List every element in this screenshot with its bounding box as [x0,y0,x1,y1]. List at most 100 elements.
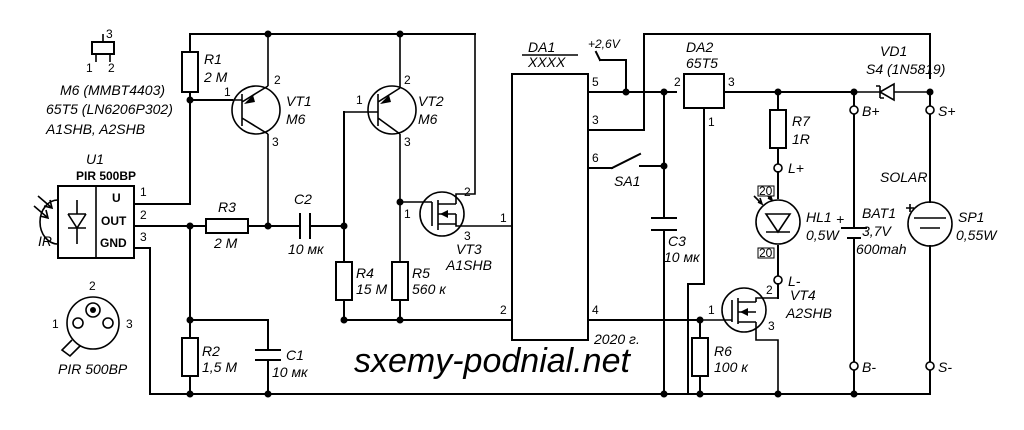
legend-line2: 65T5 (LN6206P302) [46,101,173,117]
junction [186,316,194,324]
u1-ref: U1 [86,151,104,167]
vt1-val: M6 [286,111,306,127]
sp1-val: 0,55W [956,227,998,243]
bat1-capacity: 600mah [856,241,907,257]
vt2-p1: 1 [356,93,363,107]
vt2-val: M6 [418,111,438,127]
vt3-val: A1SHB [445,257,492,273]
vt1-transistor: 1 2 3 VT1 M6 [224,34,312,226]
r7-val: 1R [792,131,810,147]
terminal-b-minus [849,361,859,371]
terminal-b-plus [849,105,859,115]
pinout-p2: 2 [89,279,96,293]
vt4-p1: 1 [708,303,715,317]
u1-ir: IR [38,233,52,249]
terminal-s-plus [925,105,935,115]
r3-val: 2 M [213,235,238,251]
c1-ref: C1 [286,347,304,363]
legend-pin1: 1 [86,61,93,75]
junction [264,30,272,38]
r7-ref: R7 [792,113,811,129]
junction [186,390,194,398]
terminal-l-plus [773,163,783,173]
bat1-ref: BAT1 [862,205,896,221]
u1-p1: 1 [140,185,147,199]
hl1-pad-top: 20 [759,184,773,198]
bat1-voltage: 3,7V [862,223,892,239]
vt4-ref: VT4 [790,287,816,303]
da1-ic: DA1 XXXX +2,6V 5 3 6 1 2 4 [500,37,621,341]
sp1-s-plus: S+ [938,103,956,119]
da1-p2: 2 [500,303,507,317]
da1-p1: 1 [500,211,507,225]
vd1-ref: VD1 [880,43,907,59]
c1-val: 10 мк [272,364,309,380]
bat1-battery [841,91,867,395]
sp1-title: SOLAR [880,169,927,185]
junction [850,390,858,398]
c3-capacitor [651,91,677,395]
u1-pin-out: OUT [101,214,127,228]
legend-line3: A1SHB, A2SHB [45,121,145,137]
r5-ref: R5 [412,265,430,281]
junction [660,162,668,170]
junction [396,30,404,38]
hl1-pad-bottom: 20 [759,246,773,260]
vt1-ref: VT1 [286,93,312,109]
r2-ref: R2 [202,343,220,359]
vt4-mosfet: 1 2 3 VT4 A2SHB [700,283,832,394]
c3-ref: C3 [668,233,686,249]
legend-line1: M6 (MMBT4403) [60,82,165,98]
r2-resistor [181,337,199,377]
da2-regulator: DA2 65T5 2 3 1 [674,39,735,129]
wire [587,33,931,131]
sp1-s-minus: S- [938,359,952,375]
c3-val: 10 мк [664,249,701,265]
vd1-val: S4 (1N5819) [866,61,945,77]
r1-resistor [181,51,199,93]
vt3-ref: VT3 [456,241,482,257]
legend-pin3: 3 [106,27,113,41]
r6-resistor [691,337,709,377]
r7-resistor [769,109,787,149]
wire [687,107,705,395]
site-watermark: sxemy-podnial.net [354,342,631,380]
vt3-p1: 1 [404,207,411,221]
da2-p3: 3 [728,75,735,89]
pinout-p1: 1 [52,317,59,331]
vt2-transistor: 1 2 3 VT2 M6 [344,34,444,262]
u1-pin-gnd: GND [100,236,127,250]
da2-val: 65T5 [686,55,718,71]
r4-val: 15 M [356,281,387,297]
u1-p2: 2 [140,208,147,222]
terminal-s-minus [925,361,935,371]
junction [774,390,782,398]
hl1-ref: HL1 [806,209,832,225]
u1-gnd-wire [133,247,151,395]
da2-p1: 1 [708,115,715,129]
vd1-diode: VD1 S4 (1N5819) [854,43,945,102]
bat1-b-plus: B+ [862,103,880,119]
vt2-p2: 2 [404,73,411,87]
junction [186,96,194,104]
vt4-p2: 3 [768,319,775,333]
wire [594,50,627,93]
r3-resistor [205,218,249,234]
vt2-ref: VT2 [418,93,444,109]
da1-p3: 3 [592,113,599,127]
da1-val: XXXX [527,54,566,70]
junction [186,222,194,230]
pinout-name: PIR 500BP [58,361,128,377]
vt4-p3: 2 [766,283,773,297]
r4-ref: R4 [356,265,374,281]
terminal-l-minus [773,275,783,285]
pinout-p3: 3 [126,317,133,331]
u1-pin-u: U [112,191,121,205]
c2-capacitor [299,213,345,239]
da2-ref: DA2 [686,39,713,55]
vt3-p3: 3 [464,229,471,243]
vt3-mosfet: 1 2 3 VT3 A1SHB [400,34,512,273]
r3-ref: R3 [218,199,236,215]
da1-voltage: +2,6V [588,37,621,51]
